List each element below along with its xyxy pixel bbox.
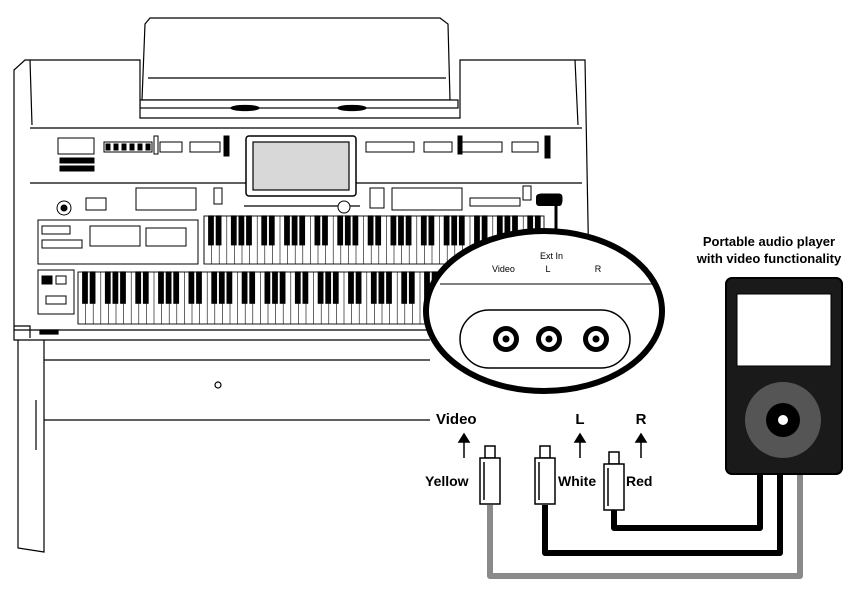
black-key	[344, 215, 351, 246]
red-plug	[603, 451, 625, 511]
black-key	[398, 215, 404, 246]
black-key	[367, 215, 374, 246]
black-key	[401, 271, 408, 304]
lower-keyboard-black-keys	[77, 271, 446, 324]
left-audio-cable	[542, 470, 783, 556]
black-key	[314, 215, 321, 246]
yellow-plug-label: Yellow	[425, 473, 469, 489]
black-key	[238, 215, 245, 246]
player-label-line2: with video functionality	[696, 251, 842, 266]
player-screen	[736, 293, 832, 367]
black-key	[215, 215, 222, 246]
black-key	[241, 271, 248, 304]
portable-player	[725, 277, 843, 475]
black-key	[218, 271, 225, 304]
right-audio-cable	[611, 470, 763, 531]
jack-video-label: Video	[492, 264, 515, 274]
black-key	[291, 215, 298, 246]
black-key	[390, 215, 397, 246]
black-key	[142, 271, 149, 304]
right-arrow	[634, 432, 648, 458]
black-key	[337, 215, 344, 246]
black-key	[89, 271, 96, 304]
black-key	[226, 271, 233, 304]
jack-left-label: L	[545, 264, 550, 274]
black-key	[451, 215, 458, 246]
black-key	[158, 271, 164, 304]
black-key	[249, 271, 256, 304]
black-key	[370, 271, 377, 304]
red-plug-label: Red	[626, 473, 652, 489]
black-key	[325, 271, 332, 304]
black-key	[352, 215, 359, 246]
video-jack	[493, 326, 519, 352]
black-key	[165, 271, 172, 304]
black-key	[173, 271, 180, 304]
yellow-plug	[479, 445, 501, 505]
black-key	[284, 215, 290, 246]
black-key	[355, 271, 362, 304]
player-label-line1: Portable audio player	[703, 234, 835, 249]
right-connection-label: R	[636, 411, 647, 428]
black-key	[332, 271, 339, 304]
black-key	[104, 271, 111, 304]
black-key	[322, 215, 328, 246]
black-key	[428, 215, 435, 246]
black-key	[196, 271, 202, 304]
black-key	[299, 215, 306, 246]
black-key	[268, 215, 275, 246]
video-cable	[487, 470, 803, 579]
right-audio-jack	[583, 326, 609, 352]
jack-right-label: R	[595, 264, 602, 274]
black-key	[112, 271, 119, 304]
jack-callout: Ext In Video L R	[423, 194, 665, 394]
black-key	[211, 271, 218, 304]
video-connection-label: Video	[436, 411, 477, 428]
white-plug	[534, 445, 556, 505]
black-key	[272, 271, 278, 304]
left-arrow	[573, 432, 587, 458]
black-key	[230, 215, 237, 246]
black-key	[294, 271, 301, 304]
black-key	[348, 271, 354, 304]
black-key	[378, 271, 385, 304]
black-key	[120, 271, 126, 304]
black-key	[317, 271, 324, 304]
black-key	[474, 215, 480, 246]
black-key	[386, 271, 392, 304]
black-key	[408, 271, 415, 304]
black-key	[279, 271, 286, 304]
left-side-buttons	[37, 219, 199, 315]
cables	[487, 470, 803, 579]
black-key	[82, 271, 88, 304]
left-connection-label: L	[575, 411, 584, 428]
black-key	[135, 271, 142, 304]
ext-in-label: Ext In	[540, 251, 563, 261]
left-audio-jack	[536, 326, 562, 352]
black-key	[264, 271, 271, 304]
arrows	[457, 432, 648, 458]
white-plug-label: White	[558, 473, 596, 489]
black-key	[458, 215, 465, 246]
black-key	[443, 215, 450, 246]
black-key	[208, 215, 214, 246]
music-rest	[139, 17, 459, 112]
black-key	[375, 215, 382, 246]
display-screen	[244, 135, 360, 207]
black-key	[246, 215, 252, 246]
upper-control-panel	[57, 135, 551, 172]
lower-keyboard	[77, 271, 449, 325]
black-key	[302, 271, 309, 304]
video-arrow	[457, 432, 471, 458]
black-key	[261, 215, 268, 246]
black-key	[405, 215, 412, 246]
black-key	[188, 271, 195, 304]
black-key	[420, 215, 427, 246]
organ-stand	[13, 325, 430, 553]
